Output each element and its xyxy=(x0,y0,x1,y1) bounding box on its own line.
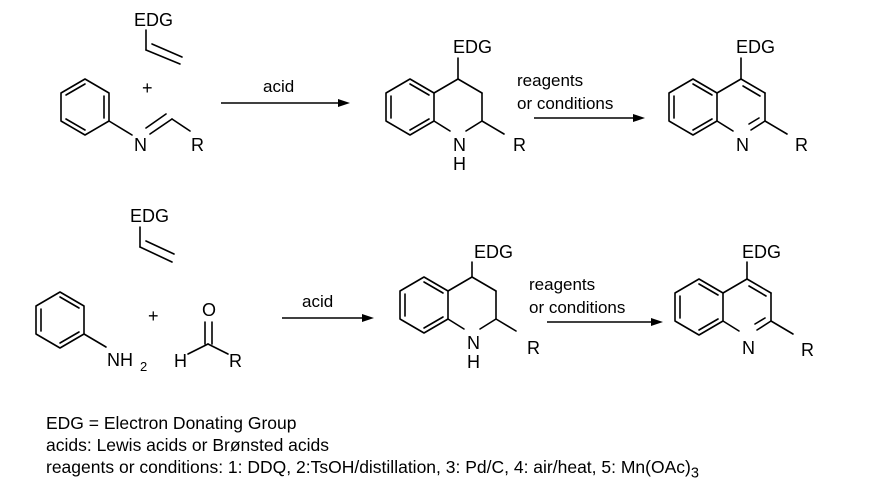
arrow-1-reagent: acid xyxy=(263,77,294,96)
arrow-2-reagent-line-2: or conditions xyxy=(529,298,625,317)
aniline-phenyl-ring xyxy=(35,291,85,349)
aldehyde-o-label: O xyxy=(202,300,216,320)
thq-h-label: H xyxy=(453,154,466,174)
alkene-double-bond-inner xyxy=(145,240,175,255)
arrow-1-head xyxy=(362,314,374,322)
alkene-edg-label: EDG xyxy=(130,206,169,226)
thq-n-label: N xyxy=(453,135,466,155)
arrow-1-reagent: acid xyxy=(302,292,333,311)
quinoline-edg-label: EDG xyxy=(736,37,775,57)
arrow-2-head xyxy=(651,318,663,326)
reaction-arrow-1: acid xyxy=(221,77,350,107)
thq-benzo-ring xyxy=(385,78,435,136)
reaction-scheme-diagram: EDG + N R acid xyxy=(35,10,814,374)
reaction-arrow-2: reagents or conditions xyxy=(517,71,645,122)
thq-r-label: R xyxy=(527,338,540,358)
alkene-double-bond xyxy=(145,49,181,65)
arrow-2-reagent-line-1: reagents xyxy=(529,275,595,294)
quinoline-benzo-ring xyxy=(674,278,724,336)
quinoline-edg-label: EDG xyxy=(742,242,781,262)
imine-reactant: N R xyxy=(60,78,204,155)
quinoline-product: EDG N R xyxy=(674,242,814,360)
arrow-1-head xyxy=(338,99,350,107)
aldehyde-h-label: H xyxy=(174,351,187,371)
quinoline-product: EDG N R xyxy=(668,37,808,155)
footnote-reagents-text: reagents or conditions: 1: DDQ, 2:TsOH/d… xyxy=(46,457,691,477)
plus-sign: + xyxy=(142,78,153,98)
reaction-arrow-1: acid xyxy=(282,292,374,322)
quinoline-n-label: N xyxy=(736,135,749,155)
thq-edg-label: EDG xyxy=(474,242,513,262)
alkene-reactant: EDG xyxy=(134,10,183,65)
aniline-reactant: NH 2 xyxy=(35,291,147,374)
plus-sign: + xyxy=(148,306,159,326)
quinoline-r-label: R xyxy=(801,340,814,360)
alkene-edg-label: EDG xyxy=(134,10,173,30)
quinoline-r-label: R xyxy=(795,135,808,155)
aniline-nh-label: NH xyxy=(107,350,133,370)
alkene-double-bond-inner xyxy=(151,43,183,58)
footnote-edg-definition: EDG = Electron Donating Group xyxy=(46,413,297,433)
alkene-double-bond xyxy=(139,246,173,263)
footnotes: EDG = Electron Donating Group acids: Lew… xyxy=(46,412,699,485)
quinoline-n-label: N xyxy=(742,338,755,358)
imine-aryl-n-bond xyxy=(108,120,133,136)
thq-r-label: R xyxy=(513,135,526,155)
imine-n-label: N xyxy=(134,135,147,155)
tetrahydroquinoline-intermediate: EDG N H R xyxy=(385,37,526,174)
imine-phenyl-ring xyxy=(60,78,110,136)
arrow-2-head xyxy=(633,114,645,122)
quinoline-benzo-ring xyxy=(668,78,718,136)
footnote-reagents: reagents or conditions: 1: DDQ, 2:TsOH/d… xyxy=(46,456,699,485)
thq-h-label: H xyxy=(467,352,480,372)
arrow-2-reagent-line-1: reagents xyxy=(517,71,583,90)
thq-n-label: N xyxy=(467,333,480,353)
alkene-reactant: EDG xyxy=(130,206,175,263)
arrow-2-reagent-line-2: or conditions xyxy=(517,94,613,113)
aniline-subscript: 2 xyxy=(140,359,147,374)
thq-edg-label: EDG xyxy=(453,37,492,57)
imine-r-label: R xyxy=(191,135,204,155)
aldehyde-r-label: R xyxy=(229,351,242,371)
reaction-arrow-2: reagents or conditions xyxy=(529,275,663,326)
footnote-reagents-subscript: 3 xyxy=(690,465,699,482)
scheme-2: EDG NH 2 + O H R acid xyxy=(35,206,814,374)
aldehyde-reactant: O H R xyxy=(174,300,242,371)
scheme-1: EDG + N R acid xyxy=(60,10,808,174)
footnote-acids: acids: Lewis acids or Brønsted acids xyxy=(46,435,330,455)
imine-double-bond xyxy=(149,118,173,135)
tetrahydroquinoline-intermediate: EDG N H R xyxy=(399,242,540,372)
thq-benzo-ring xyxy=(399,276,449,334)
